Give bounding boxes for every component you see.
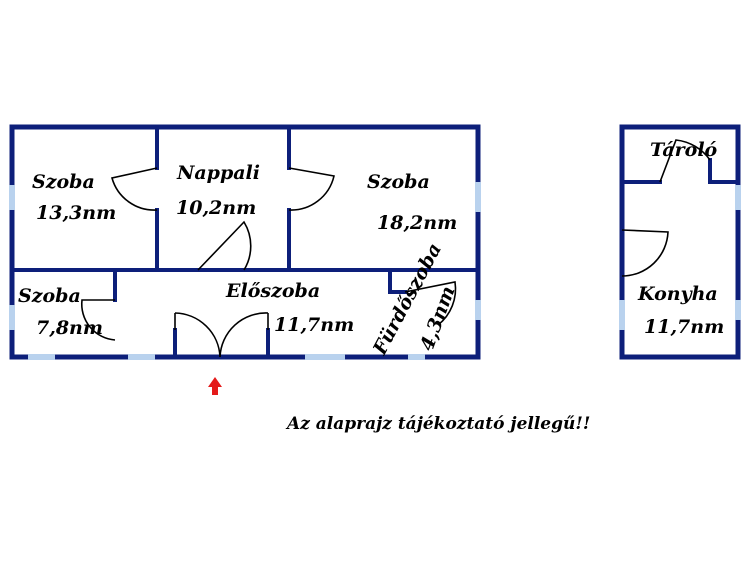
room-area-szoba-left: 13,3nm: [36, 202, 116, 224]
entrance-arrow-icon: [208, 377, 222, 395]
room-area-szoba-right: 18,2nm: [377, 212, 457, 234]
room-name-eloszoba: Előszoba: [225, 280, 320, 302]
door-swing-konyha: [621, 229, 669, 277]
room-name-szoba-right: Szoba: [367, 171, 430, 193]
room-area-eloszoba: 11,7nm: [274, 314, 354, 336]
room-name-konyha: Konyha: [637, 283, 718, 305]
room-area-konyha: 11,7nm: [644, 316, 724, 338]
door-swing-nappali: [197, 220, 252, 271]
room-name-szoba-left: Szoba: [32, 171, 95, 193]
door-swing-szoba-small: [80, 299, 116, 341]
room-labels: Szoba 13,3nm Nappali 10,2nm Szoba 18,2nm…: [18, 139, 724, 359]
room-name-szoba-small: Szoba: [18, 285, 81, 307]
room-name-nappali: Nappali: [176, 162, 260, 184]
room-area-szoba-small: 7,8nm: [36, 317, 103, 339]
walls: [9, 124, 741, 360]
main-house-outline: [9, 124, 481, 360]
windows: [9, 182, 741, 360]
room-area-nappali: 10,2nm: [176, 197, 256, 219]
room-name-tarolo: Tároló: [650, 139, 718, 161]
doors: [80, 139, 711, 358]
door-swing-szoba-left: [111, 167, 158, 211]
entrance-arrow-head: [208, 377, 222, 395]
disclaimer-note: Az alaprajz tájékoztató jellegű!!: [285, 414, 590, 434]
door-swing-szoba-right: [288, 167, 335, 211]
door-swing-entrance-right: [219, 312, 269, 358]
outbuilding-outline: [619, 124, 741, 360]
door-swing-entrance-left: [174, 312, 221, 358]
door-swing-tarolo: [659, 139, 711, 183]
door-swing-furdoszoba: [404, 281, 457, 326]
